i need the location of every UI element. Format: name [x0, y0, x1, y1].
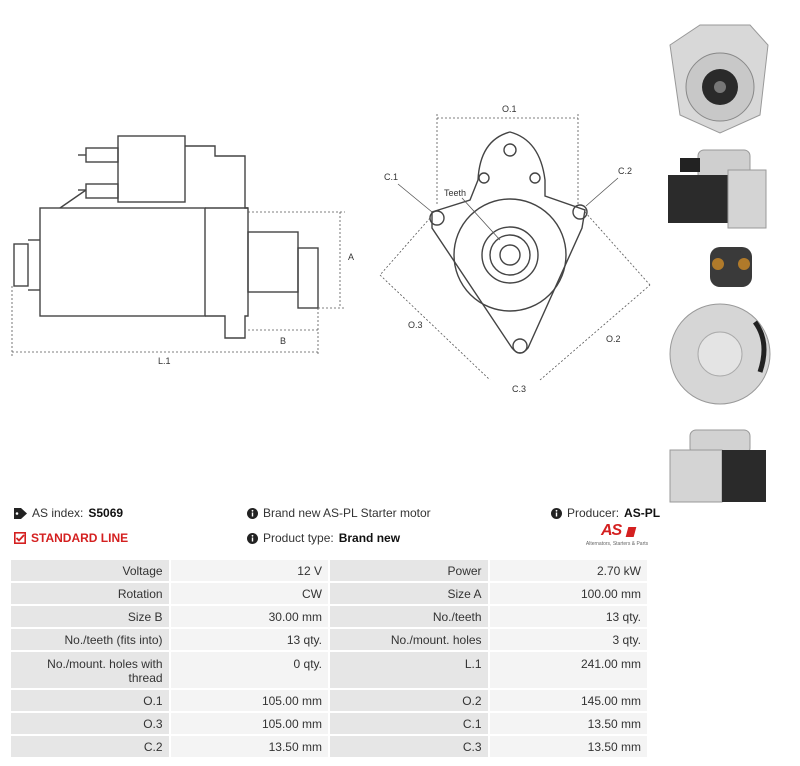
spec-label: No./teeth: [327, 604, 490, 629]
standard-line-label: STANDARD LINE: [31, 531, 129, 545]
description-text: Brand new AS-PL Starter motor: [263, 506, 431, 520]
spec-value: 30.00 mm: [168, 604, 330, 629]
description: Brand new AS-PL Starter motor: [247, 506, 431, 520]
spec-label: No./mount. holes: [327, 627, 490, 652]
photo-angled-view[interactable]: [660, 425, 772, 510]
producer-label: Producer:: [567, 506, 620, 520]
info-icon: [247, 507, 258, 519]
product-type: Product type: Brand new: [247, 531, 400, 545]
spec-label: No./mount. holes with thread: [9, 650, 171, 690]
tag-icon: [14, 507, 27, 519]
spec-value: 13.50 mm: [487, 711, 650, 736]
spec-label: Power: [327, 558, 490, 583]
spec-value: 0 qty.: [168, 650, 330, 690]
checkbox-icon: [14, 532, 26, 544]
spec-label: C.3: [327, 734, 490, 759]
product-type-label: Product type:: [263, 531, 334, 545]
spec-label: O.3: [9, 711, 171, 736]
dim-label-c2: C.2: [618, 166, 632, 176]
spec-value: 105.00 mm: [168, 711, 330, 736]
spec-row: No./teeth (fits into)13 qty.No./mount. h…: [9, 627, 650, 652]
as-index: AS index: S5069: [14, 506, 123, 520]
standard-line: STANDARD LINE: [14, 531, 128, 545]
spec-value: 2.70 kW: [487, 558, 650, 583]
spec-value: 145.00 mm: [487, 688, 650, 713]
spec-label: No./teeth (fits into): [9, 627, 171, 652]
dim-label-a: A: [348, 252, 354, 262]
spec-value: 241.00 mm: [487, 650, 650, 690]
technical-drawing: A B L.1 O.1 O.2 O.3 C.1 C.2 C.3 Teeth: [11, 104, 651, 394]
dim-label-o3: O.3: [408, 320, 423, 330]
spec-label: Size B: [9, 604, 171, 629]
dim-label-c3: C.3: [512, 384, 526, 394]
spec-label: Size A: [327, 581, 490, 606]
spec-value: CW: [168, 581, 330, 606]
spec-label: Voltage: [9, 558, 171, 583]
info-icon: [551, 507, 562, 519]
dim-label-l1: L.1: [158, 356, 171, 366]
photo-rear-view[interactable]: [660, 242, 772, 417]
photo-side-view[interactable]: [660, 140, 772, 235]
spec-value: 13 qty.: [168, 627, 330, 652]
spec-label: C.1: [327, 711, 490, 736]
spec-label: L.1: [327, 650, 490, 690]
product-type-value: Brand new: [338, 531, 401, 545]
dim-label-c1: C.1: [384, 172, 398, 182]
spec-value: 13 qty.: [487, 604, 650, 629]
teeth-label: Teeth: [444, 188, 466, 198]
spec-label: O.2: [327, 688, 490, 713]
solenoid: [117, 135, 186, 203]
spec-value: 105.00 mm: [168, 688, 330, 713]
motor-body: [39, 207, 206, 317]
spec-value: 100.00 mm: [487, 581, 650, 606]
spec-label: O.1: [9, 688, 171, 713]
producer: Producer: AS-PL: [551, 506, 660, 520]
flange-face: [453, 198, 567, 312]
as-index-value: S5069: [88, 506, 124, 520]
producer-value: AS-PL: [624, 506, 661, 520]
dim-label-b: B: [280, 336, 286, 346]
info-icon: [247, 532, 258, 544]
spec-value: 13.50 mm: [487, 734, 650, 759]
logo-mark: AS: [601, 522, 622, 539]
dim-label-o1: O.1: [502, 104, 517, 114]
spec-value: 12 V: [168, 558, 330, 583]
photo-front-view[interactable]: [660, 5, 772, 135]
as-pl-logo: AS Alternators, Starters & Parts: [583, 522, 651, 552]
dim-label-o2: O.2: [606, 334, 621, 344]
spec-value: 13.50 mm: [168, 734, 330, 759]
product-info: AS index: S5069 STANDARD LINE Brand new …: [14, 500, 660, 555]
logo-subtext: Alternators, Starters & Parts: [585, 541, 649, 547]
as-index-label: AS index:: [32, 506, 84, 520]
product-photos: [655, 0, 800, 510]
spec-label: Rotation: [9, 581, 171, 606]
spec-value: 3 qty.: [487, 627, 650, 652]
spec-label: C.2: [9, 734, 171, 759]
